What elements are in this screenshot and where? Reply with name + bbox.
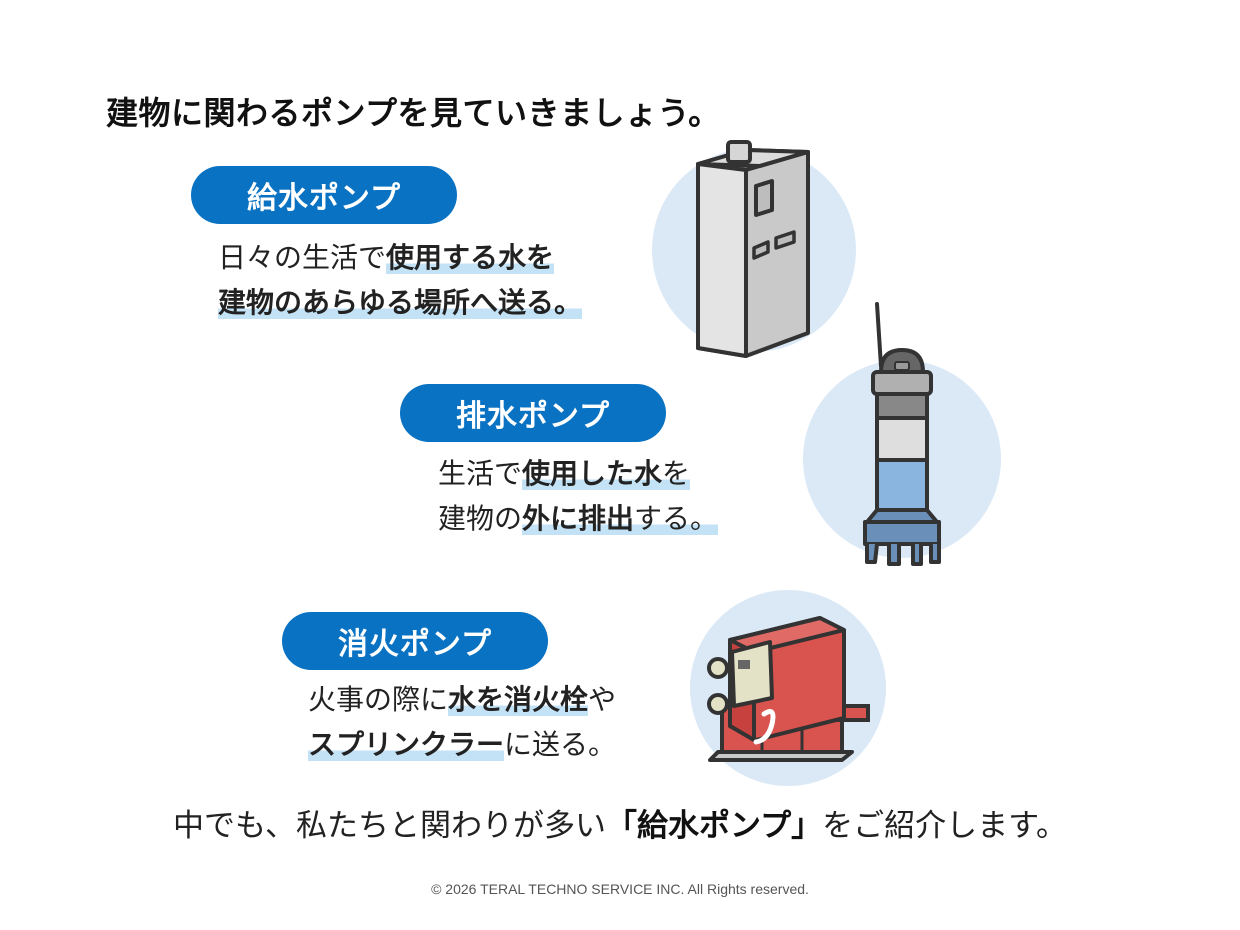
supply-line1-bold: 使用する水を — [386, 241, 555, 274]
fire-line2-tail: に送る。 — [504, 728, 617, 761]
bottom-intro-text: 中でも、私たちと関わりが多い「給水ポンプ」をご紹介します。 — [0, 800, 1240, 845]
fire-pump-description: 火事の際に水を消火栓や スプリンクラーに送る。 — [308, 677, 616, 767]
fire-line1-bold: 水を消火栓 — [448, 683, 589, 716]
fire-line2-bold: スプリンクラー — [308, 728, 505, 761]
bottom-after: をご紹介します。 — [822, 808, 1068, 844]
fire-line1-tail: や — [588, 683, 617, 716]
supply-line1-plain: 日々の生活で — [218, 241, 387, 274]
drainage-line1-tail: を — [662, 457, 691, 490]
fire-line1-plain: 火事の際に — [308, 683, 449, 716]
supply-pump-description: 日々の生活で使用する水を 建物のあらゆる場所へ送る。 — [218, 235, 583, 325]
drainage-pump-title: 排水ポンプ — [400, 384, 666, 442]
supply-pump-title: 給水ポンプ — [191, 166, 457, 224]
fire-pump-title: 消火ポンプ — [282, 612, 548, 670]
drainage-line1-bold: 使用した水 — [522, 457, 663, 490]
drainage-line1-plain: 生活で — [438, 457, 523, 490]
drainage-pump-icon — [863, 302, 941, 566]
bottom-highlight: 「給水ポンプ」 — [606, 808, 823, 844]
drainage-line2-plain: 建物の — [438, 502, 523, 535]
bottom-before: 中でも、私たちと関わりが多い — [172, 808, 607, 844]
copyright-notice: © 2026 TERAL TECHNO SERVICE INC. All Rig… — [431, 881, 809, 897]
water-supply-pump-icon — [696, 140, 810, 358]
drainage-line2-tail: する。 — [634, 502, 719, 535]
fire-pump-icon — [707, 616, 870, 762]
supply-line2-bold: 建物のあらゆる場所へ送る。 — [218, 286, 583, 319]
drainage-line2-bold: 外に排出 — [522, 502, 635, 535]
drainage-pump-description: 生活で使用した水を 建物の外に排出する。 — [438, 451, 719, 541]
page-heading: 建物に関わるポンプを見ていきましょう。 — [106, 94, 721, 132]
